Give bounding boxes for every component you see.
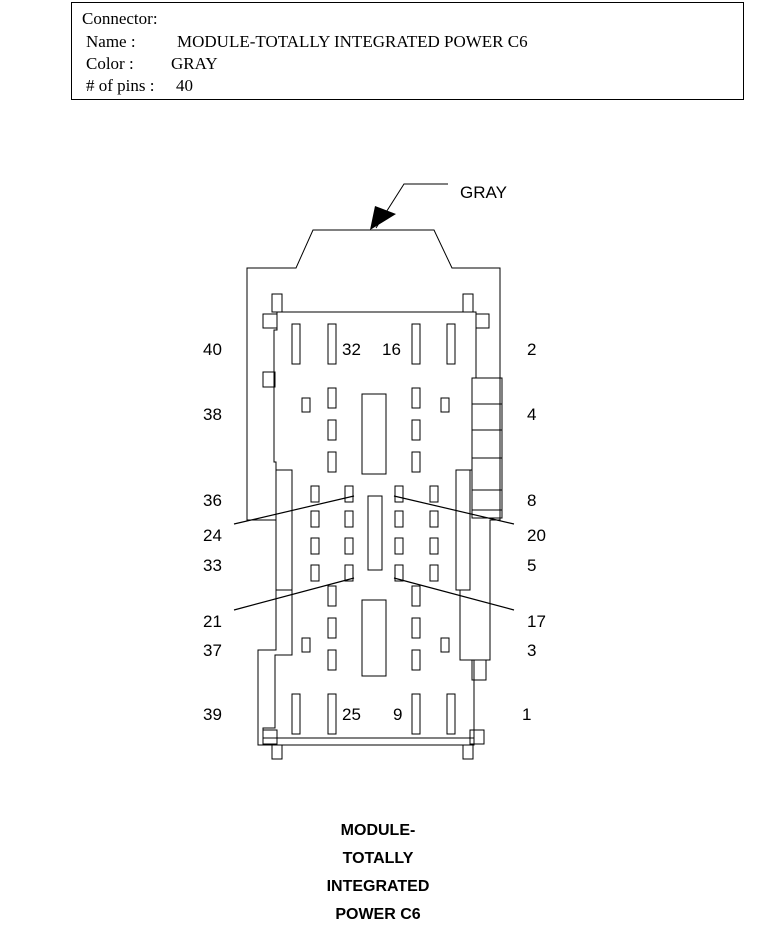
- pin-label-2: 2: [527, 340, 536, 359]
- pin-cavity: [440, 397, 450, 413]
- pin-label-20: 20: [527, 526, 546, 545]
- name-label: Name :: [86, 32, 136, 51]
- pin-label-40: 40: [203, 340, 222, 359]
- pin-cavity: [411, 693, 421, 735]
- pin-cavity: [411, 585, 421, 607]
- pin-cavity: [429, 510, 439, 528]
- pin-cavity: [327, 387, 337, 409]
- color-label: Color :: [86, 54, 134, 73]
- pin-cavity: [411, 419, 421, 441]
- pin-cavity: [411, 451, 421, 473]
- pin-cavity: [411, 649, 421, 671]
- pin-cavity: [327, 693, 337, 735]
- pin-cavity: [446, 323, 456, 365]
- pin-label-17: 17: [527, 612, 546, 631]
- pin-cavity: [344, 485, 354, 503]
- pin-cavity: [301, 397, 311, 413]
- pin-cavity: [411, 387, 421, 409]
- pin-label-32: 32: [342, 340, 361, 359]
- side-rib: [455, 469, 471, 591]
- pin-cavity: [429, 485, 439, 503]
- housing-outline: [246, 229, 501, 746]
- pin-cavity: [344, 510, 354, 528]
- pin-label-24: 24: [203, 526, 222, 545]
- pin-cavity: [344, 564, 354, 582]
- latch-tab: [262, 371, 276, 388]
- pin-cavity: [429, 564, 439, 582]
- pin-label-3: 3: [527, 641, 536, 660]
- pins-label: # of pins :: [86, 76, 155, 95]
- pin-label-37: 37: [203, 641, 222, 660]
- pin-label-33: 33: [203, 556, 222, 575]
- connector-info-box: Connector: Name : MODULE-TOTALLY INTEGRA…: [71, 2, 744, 100]
- pin-cavity: [310, 485, 320, 503]
- pin-cavity: [310, 537, 320, 555]
- pin-cavity: [327, 649, 337, 671]
- pin-label-39: 39: [203, 705, 222, 724]
- center-key: [361, 393, 387, 475]
- latch-tab: [462, 744, 474, 760]
- latch-tab: [471, 659, 487, 681]
- side-rib: [471, 377, 503, 519]
- pin-cavity: [344, 537, 354, 555]
- pin-label-38: 38: [203, 405, 222, 424]
- pin-label-4: 4: [527, 405, 536, 424]
- pin-cavity: [446, 693, 456, 735]
- pin-cavity: [411, 323, 421, 365]
- pin-cavity: [440, 637, 450, 653]
- pin-label-9: 9: [393, 705, 402, 724]
- pins-value: 40: [176, 76, 193, 95]
- pin-label-16: 16: [382, 340, 401, 359]
- pin-cavity: [327, 419, 337, 441]
- pin-label-1: 1: [522, 705, 531, 724]
- pin-cavity: [301, 637, 311, 653]
- pin-cavity: [327, 323, 337, 365]
- pin-cavity: [291, 693, 301, 735]
- caption-line-4: POWER C6: [335, 906, 421, 923]
- caption-line-3: INTEGRATED: [326, 878, 430, 895]
- pin-label-25: 25: [342, 705, 361, 724]
- latch-tab: [271, 293, 283, 313]
- pin-cavity: [327, 585, 337, 607]
- latch-tab: [462, 293, 474, 313]
- pin-label-5: 5: [527, 556, 536, 575]
- arrow-head-icon: [370, 206, 396, 230]
- pin-cavity: [411, 617, 421, 639]
- center-key: [367, 495, 383, 571]
- pin-cavity: [291, 323, 301, 365]
- pin-label-21: 21: [203, 612, 222, 631]
- caption-line-2: TOTALLY: [342, 850, 414, 867]
- pin-label-8: 8: [527, 491, 536, 510]
- color-value: GRAY: [171, 54, 218, 73]
- pin-cavity: [394, 485, 404, 503]
- name-value: MODULE-TOTALLY INTEGRATED POWER C6: [177, 32, 528, 51]
- latch-tab: [475, 313, 490, 329]
- latch-tab: [469, 729, 485, 745]
- pin-cavity: [327, 617, 337, 639]
- pin-cavity: [310, 510, 320, 528]
- pin-cavity: [327, 451, 337, 473]
- gray-callout-label: GRAY: [460, 183, 507, 202]
- pin-cavity: [394, 510, 404, 528]
- pin-cavity: [429, 537, 439, 555]
- inner-body: [262, 311, 477, 739]
- side-rib: [275, 469, 293, 591]
- pin-cavity: [310, 564, 320, 582]
- latch-tab: [262, 729, 278, 745]
- pin-cavity: [394, 564, 404, 582]
- center-key: [361, 599, 387, 677]
- connector-heading: Connector:: [82, 9, 158, 28]
- latch-tab: [262, 313, 278, 329]
- latch-tab: [271, 744, 283, 760]
- pin-label-36: 36: [203, 491, 222, 510]
- caption-line-1: MODULE-: [340, 822, 416, 839]
- pin-cavity: [394, 537, 404, 555]
